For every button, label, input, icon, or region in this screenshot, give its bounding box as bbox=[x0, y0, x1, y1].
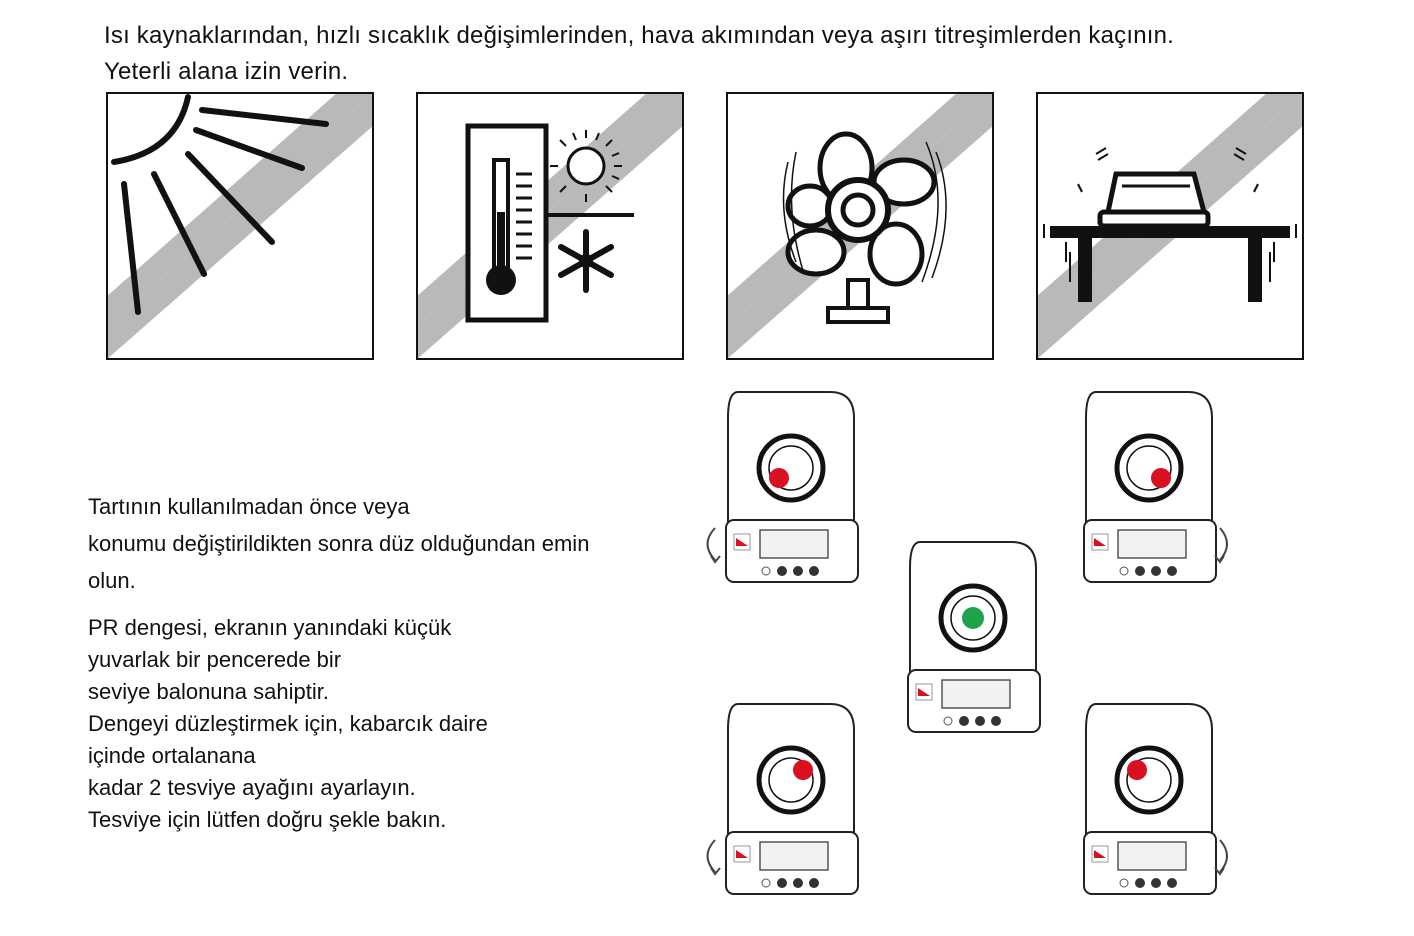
scale-top-left bbox=[698, 388, 868, 600]
paragraph-line: kadar 2 tesviye ayağını ayarlayın. bbox=[88, 775, 416, 800]
balance-scale-icon bbox=[907, 541, 1041, 733]
intro-text: Isı kaynaklarından, hızlı sıcaklık değiş… bbox=[104, 18, 1174, 90]
scale-center bbox=[880, 538, 1050, 750]
sun-rays-icon bbox=[106, 92, 374, 360]
paragraph-line: seviye balonuna sahiptir. bbox=[88, 679, 329, 704]
panel-air-draft bbox=[726, 92, 994, 360]
level-bubble bbox=[962, 607, 984, 629]
level-bubble bbox=[793, 760, 813, 780]
scale-bottom-left bbox=[698, 700, 868, 912]
paragraph-line: Dengeyi düzleştirmek için, kabarcık dair… bbox=[88, 711, 488, 736]
leveling-paragraph-2: PR dengesi, ekranın yanındaki küçük yuva… bbox=[88, 612, 488, 836]
vibrating-table-icon bbox=[1036, 92, 1304, 360]
paragraph-line: Tartının kullanılmadan önce veya bbox=[88, 494, 410, 519]
panel-heat-source bbox=[106, 92, 374, 360]
paragraph-line: PR dengesi, ekranın yanındaki küçük bbox=[88, 615, 452, 640]
paragraph-line: Tesviye için lütfen doğru şekle bakın. bbox=[88, 807, 447, 832]
balance-scale-icon bbox=[706, 703, 859, 895]
intro-line-1: Isı kaynaklarından, hızlı sıcaklık değiş… bbox=[104, 22, 1175, 49]
panel-temperature-change bbox=[416, 92, 684, 360]
intro-line-2: Yeterli alana izin verin. bbox=[104, 58, 349, 85]
panel-vibration bbox=[1036, 92, 1304, 360]
balance-scale-icon bbox=[1083, 391, 1228, 583]
level-bubble bbox=[1151, 468, 1171, 488]
scale-bottom-right bbox=[1056, 700, 1228, 912]
level-bubble bbox=[769, 468, 789, 488]
paragraph-line: konumu değiştirildikten sonra düz olduğu… bbox=[88, 531, 590, 556]
paragraph-line: olun. bbox=[88, 568, 136, 593]
scale-top-right bbox=[1056, 388, 1228, 600]
balance-scale-icon bbox=[706, 391, 859, 583]
balance-scale-icon bbox=[1083, 703, 1228, 895]
electric-fan-icon bbox=[726, 92, 994, 360]
thermometer-temperature-change-icon bbox=[416, 92, 684, 360]
paragraph-line: yuvarlak bir pencerede bir bbox=[88, 647, 342, 672]
level-bubble bbox=[1127, 760, 1147, 780]
leveling-paragraph-1: Tartının kullanılmadan önce veya konumu … bbox=[88, 488, 589, 599]
paragraph-line: içinde ortalanana bbox=[88, 743, 256, 768]
